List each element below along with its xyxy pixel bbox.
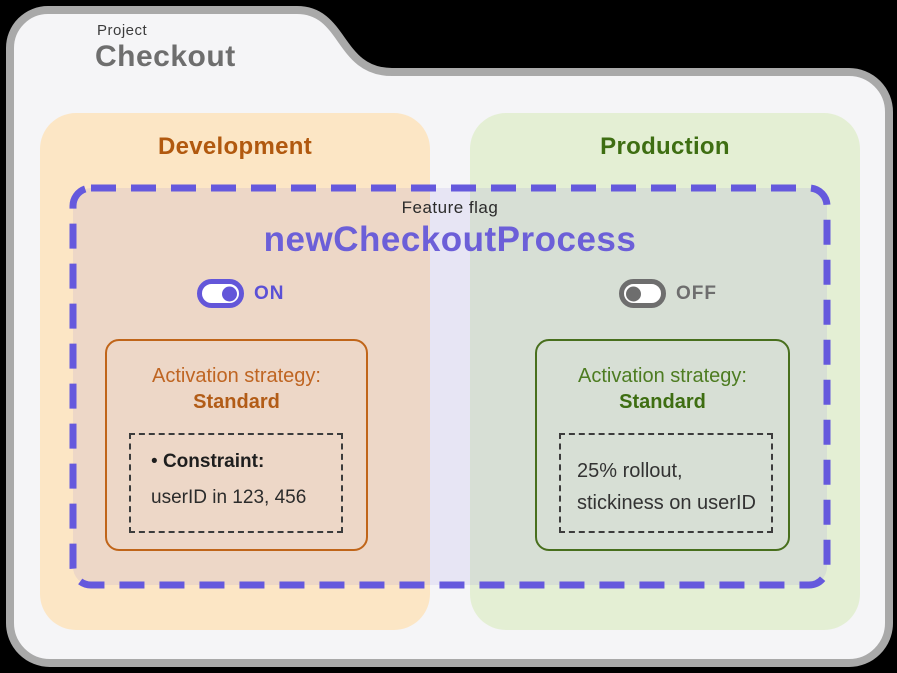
- toggle-on-icon[interactable]: [197, 279, 244, 308]
- feature-flag-header: Feature flag newCheckoutProcess: [73, 198, 827, 260]
- project-kicker: Project: [97, 22, 148, 39]
- project-title: Checkout: [95, 40, 236, 73]
- toggle-production[interactable]: OFF: [619, 279, 717, 308]
- strategy-heading: Activation strategy:: [152, 365, 321, 387]
- environment-title-production: Production: [600, 133, 730, 160]
- toggle-off-label: OFF: [676, 282, 717, 304]
- bullet: •: [151, 451, 158, 472]
- constraint-value: userID in 123, 456: [151, 487, 307, 508]
- environment-title-development: Development: [157, 133, 312, 160]
- toggle-off-icon[interactable]: [619, 279, 666, 308]
- rollout-line-2: stickiness on userID: [577, 492, 756, 514]
- feature-flag-kicker: Feature flag: [401, 198, 499, 217]
- strategy-box-production: Activation strategy: Standard 25% rollou…: [535, 339, 790, 551]
- rollout-box: 25% rollout, stickiness on userID: [559, 433, 773, 533]
- toggle-on-label: ON: [254, 282, 285, 304]
- toggle-knob: [626, 286, 641, 301]
- strategy-heading: Activation strategy:: [578, 365, 747, 387]
- constraint-label-line: • Constraint:: [151, 451, 341, 473]
- strategy-name: Standard: [193, 391, 280, 413]
- feature-flag-name: newCheckoutProcess: [263, 220, 637, 259]
- strategy-box-development: Activation strategy: Standard • Constrai…: [105, 339, 368, 551]
- constraint-label: Constraint:: [162, 451, 265, 472]
- toggle-knob: [222, 286, 237, 301]
- constraint-box: • Constraint: userID in 123, 456: [129, 433, 343, 533]
- strategy-name: Standard: [619, 391, 706, 413]
- toggle-development[interactable]: ON: [197, 279, 285, 308]
- rollout-line-1: 25% rollout,: [577, 460, 683, 482]
